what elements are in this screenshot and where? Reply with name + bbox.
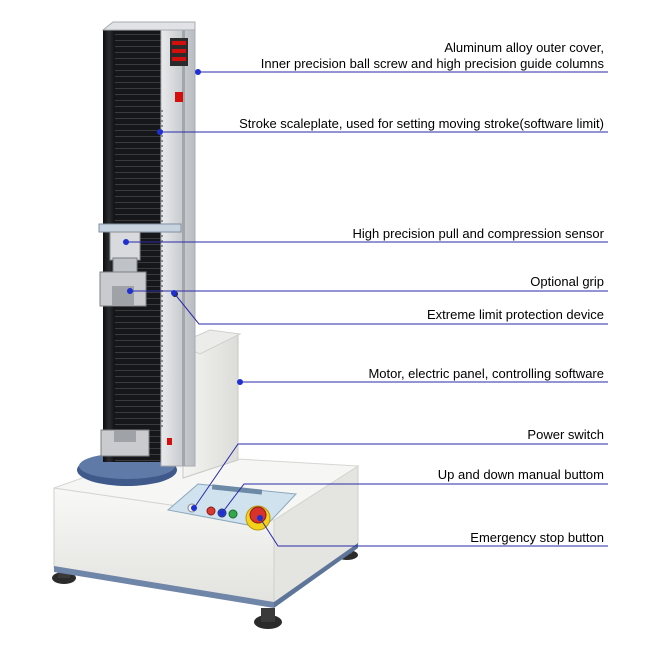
lower-grip-jaw xyxy=(114,430,136,442)
base-blue-stripe xyxy=(54,566,274,608)
callout-line-updown xyxy=(221,483,608,514)
callout-line-estop xyxy=(259,517,608,547)
emergency-stop-button[interactable] xyxy=(249,506,267,524)
callout-dot-sensor xyxy=(123,239,129,245)
label-cover-line1: Aluminum alloy outer cover, xyxy=(444,40,604,55)
label-sensor: High precision pull and compression sens… xyxy=(352,226,604,241)
crosshead-bar xyxy=(98,223,182,233)
callout-dot-estop xyxy=(257,515,263,521)
label-limit: Extreme limit protection device xyxy=(426,307,604,322)
label-power: Power switch xyxy=(527,427,604,442)
column-silver-face xyxy=(160,29,196,467)
callout-lines xyxy=(126,71,608,547)
manual-down-button[interactable] xyxy=(206,506,216,516)
base-blue-stripe-right xyxy=(274,543,358,608)
callout-dot-grip xyxy=(127,288,133,294)
manual-stop-button[interactable] xyxy=(228,509,238,519)
label-scale: Stroke scaleplate, used for setting movi… xyxy=(239,116,604,131)
column-top-cap xyxy=(101,21,196,31)
label-cover-line2: Inner precision ball screw and high prec… xyxy=(260,56,604,71)
callout-line-limit xyxy=(173,292,608,325)
label-estop: Emergency stop button xyxy=(470,530,604,545)
foot-front-stem xyxy=(261,608,275,622)
callout-dot-updown xyxy=(219,510,225,516)
callout-dot-power xyxy=(191,505,197,511)
callout-dot-cover xyxy=(195,69,201,75)
sensor-block xyxy=(112,257,138,273)
callout-line-power xyxy=(193,443,608,509)
top-led-2 xyxy=(172,49,186,53)
column-silver-edge xyxy=(182,30,185,466)
callout-dot-scale xyxy=(157,129,163,135)
lower-indicator xyxy=(167,438,172,445)
label-grip: Optional grip xyxy=(530,274,604,289)
label-updown: Up and down manual buttom xyxy=(437,467,604,482)
top-led-3 xyxy=(172,57,186,61)
panel-label-strip xyxy=(211,484,263,495)
top-indicator xyxy=(175,92,183,102)
callout-dots xyxy=(123,69,263,521)
label-motor: Motor, electric panel, controlling softw… xyxy=(368,366,604,381)
callout-dot-motor xyxy=(237,379,243,385)
callout-dot-limit xyxy=(171,290,177,296)
column-side-black xyxy=(103,30,115,462)
top-led-1 xyxy=(172,41,186,45)
load-sensor xyxy=(109,231,141,261)
